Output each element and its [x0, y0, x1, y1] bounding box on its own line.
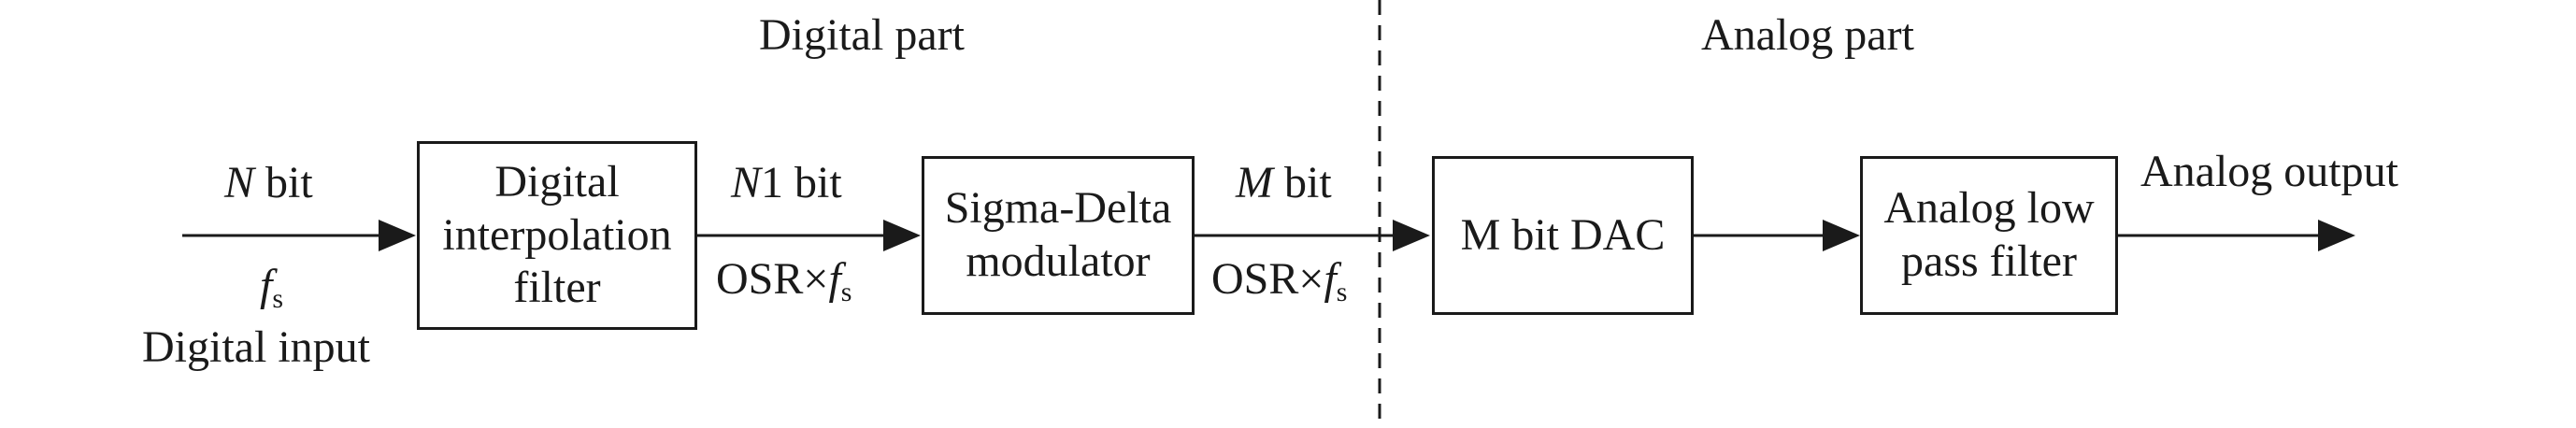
- input-rate-var: f: [260, 261, 273, 310]
- arrow-into-dac: [1393, 220, 1430, 251]
- input-bits-var: N: [224, 158, 255, 207]
- osr-rate-label-1: OSR×fs: [716, 254, 852, 307]
- osr1-sub: s: [840, 277, 852, 307]
- m-var: M: [1236, 158, 1273, 207]
- lpf-line-1: Analog low: [1883, 183, 2095, 234]
- arrow-into-lpf: [1823, 220, 1860, 251]
- m-rest: bit: [1272, 158, 1332, 207]
- analog-output-label: Analog output: [2140, 147, 2398, 196]
- sigma-line-2: modulator: [966, 236, 1151, 286]
- sigma-line-1: Sigma-Delta: [944, 183, 1172, 234]
- analog-part-heading: Analog part: [1701, 10, 1914, 60]
- dac-label: M bit DAC: [1460, 209, 1666, 260]
- osr2-var: f: [1324, 254, 1337, 304]
- input-rate-label: fs: [260, 261, 283, 313]
- input-bits-label: N bit: [224, 161, 313, 206]
- analog-lowpass-filter-block: Analog low pass filter: [1860, 156, 2118, 315]
- interp-line-2: interpolation: [442, 209, 672, 260]
- interpolation-filter-block: Digital interpolation filter: [417, 141, 697, 330]
- arrow-into-sigma: [883, 220, 921, 251]
- lpf-line-2: pass filter: [1901, 236, 2077, 286]
- osr2-prefix: OSR×: [1211, 254, 1324, 304]
- arrow-output: [2318, 220, 2355, 251]
- osr1-var: f: [828, 254, 841, 304]
- interp-line-3: filter: [513, 263, 601, 313]
- m-bit-label: M bit: [1236, 161, 1332, 206]
- osr-rate-label-2: OSR×fs: [1211, 254, 1347, 307]
- arrow-into-interp: [379, 220, 416, 251]
- osr2-sub: s: [1336, 277, 1348, 307]
- osr1-prefix: OSR×: [716, 254, 829, 304]
- input-rate-sub: s: [272, 283, 284, 314]
- n1-var: N: [731, 158, 762, 207]
- n1-bit-label: N1 bit: [731, 161, 842, 206]
- input-bits-unit: bit: [254, 158, 313, 207]
- n1-rest: 1 bit: [761, 158, 842, 207]
- m-bit-dac-block: M bit DAC: [1432, 156, 1694, 315]
- digital-input-label: Digital input: [142, 322, 370, 372]
- digital-part-heading: Digital part: [759, 10, 965, 60]
- interp-line-1: Digital: [494, 157, 620, 207]
- sigma-delta-modulator-block: Sigma-Delta modulator: [922, 156, 1195, 315]
